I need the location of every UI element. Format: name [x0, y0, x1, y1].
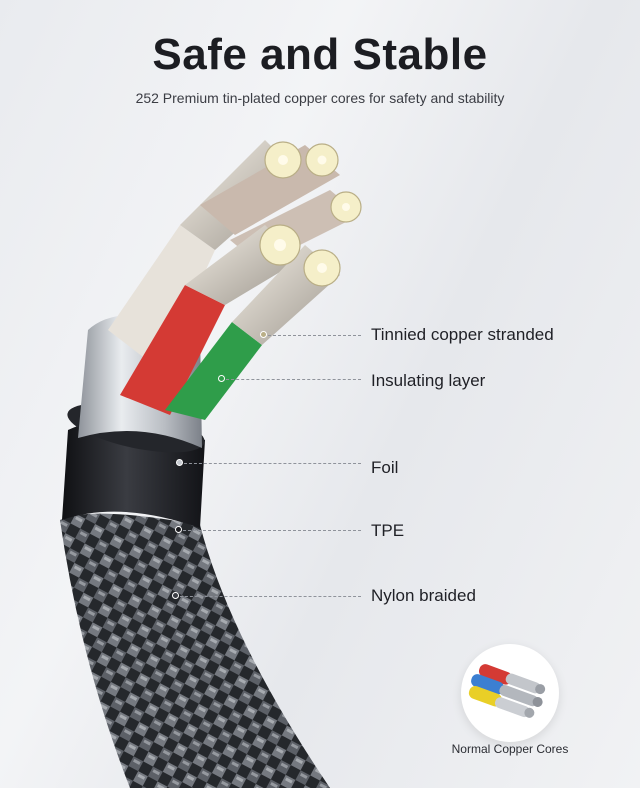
callout-insulating-layer: Insulating layer	[371, 371, 486, 390]
callout-leader-foil	[184, 463, 361, 464]
page-subtitle: 252 Premium tin-plated copper cores for …	[135, 90, 505, 106]
normal-copper-cores-inset	[461, 644, 559, 742]
callout-marker-insulation	[218, 375, 225, 382]
callout-marker-copper	[260, 331, 267, 338]
callout-leader-nylon	[180, 596, 361, 597]
callout-tpe: TPE	[371, 521, 405, 540]
red-insulated-wire	[120, 285, 225, 415]
callout-marker-tpe	[175, 526, 182, 533]
page-title: Safe and Stable	[152, 30, 488, 79]
callout-leader-tpe	[183, 530, 361, 531]
normal-copper-cores-icon	[468, 664, 546, 718]
callout-copper-stranded: Tinnied copper stranded	[371, 325, 554, 344]
callout-foil: Foil	[371, 458, 399, 477]
nylon-braid-jacket	[60, 513, 330, 788]
callout-marker-nylon	[172, 592, 179, 599]
callout-leader-insulation	[226, 379, 361, 380]
normal-copper-cores-caption: Normal Copper Cores	[451, 742, 569, 756]
white-insulated-wire	[108, 225, 215, 370]
callout-nylon-braided: Nylon braided	[371, 586, 476, 605]
green-insulated-wire	[165, 322, 262, 420]
callout-leader-copper	[268, 335, 361, 336]
callout-marker-foil	[176, 459, 183, 466]
